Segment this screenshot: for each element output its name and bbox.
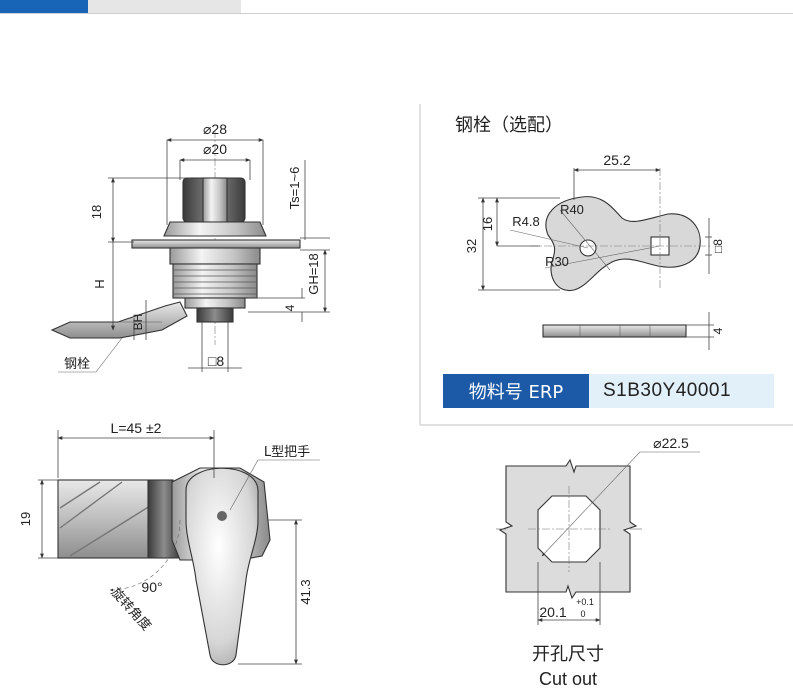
- cutout-drawing: ⌀22.5 20.1 +0.1 0 开孔尺寸 Cut out: [496, 435, 700, 689]
- thread-body: [172, 263, 258, 299]
- dim-16: 16: [480, 217, 495, 231]
- bolt-side-view: [542, 324, 687, 338]
- bolt-title: 钢栓（选配）: [455, 115, 563, 136]
- bezel: [163, 221, 267, 237]
- dim-cut-20-1: 20.1: [539, 604, 566, 620]
- dim-sq8: □8: [208, 353, 224, 369]
- knob-face: [202, 177, 228, 223]
- tol-plus: +0.1: [576, 597, 594, 607]
- dim-r40: R40: [560, 202, 584, 217]
- cutout-title-cn: 开孔尺寸: [532, 644, 604, 665]
- dim-bolt-sq8: □8: [711, 239, 725, 253]
- dim-18: 18: [89, 205, 104, 219]
- dim-L: L=45 ±2: [111, 420, 162, 436]
- shaft-end: [196, 307, 234, 323]
- bolt-plate: [545, 196, 701, 292]
- dim-dia20: ⌀20: [203, 141, 227, 157]
- dim-4: 4: [283, 304, 297, 311]
- dim-ts: Ts=1~6: [287, 167, 302, 210]
- top-tab-inactive: [88, 0, 241, 14]
- side-view-drawing: ⌀28 ⌀20 18 Ts=1~6 H BH GH=18 4 □8 钢栓: [50, 121, 330, 373]
- erp-banner: 物料号 ERP S1B30Y40001: [443, 374, 774, 408]
- angle-90: 90°: [141, 579, 162, 595]
- cutout-title-en: Cut out: [539, 669, 597, 689]
- label-steel-bolt: 钢栓: [64, 357, 90, 372]
- dim-cut-dia: ⌀22.5: [653, 435, 689, 451]
- dim-H: H: [92, 279, 107, 288]
- erp-label: 物料号 ERP: [443, 374, 589, 408]
- front-view-drawing: L=45 ±2 19 L型把手 90° 旋转角度 41.3: [18, 420, 320, 666]
- top-divider: [0, 13, 793, 14]
- cam-bolt: [50, 301, 188, 339]
- label-l-handle: L型把手: [264, 445, 310, 460]
- dim-r30: R30: [545, 254, 569, 269]
- l-handle: [185, 467, 259, 666]
- dim-r4-8: R4.8: [512, 214, 539, 229]
- dim-32: 32: [464, 239, 479, 253]
- housing: [169, 247, 261, 265]
- erp-value: S1B30Y40001: [589, 374, 774, 408]
- dim-bolt-4: 4: [711, 327, 725, 334]
- handle-pivot: [217, 511, 227, 521]
- tol-zero: 0: [580, 609, 585, 619]
- bolt-detail-panel: 钢栓（选配） 25.2 R40 R4.8 16 32 R30 □8 4: [419, 104, 793, 426]
- dim-41-3: 41.3: [298, 579, 313, 604]
- top-tab-active: [0, 0, 88, 14]
- dim-25-2: 25.2: [603, 152, 630, 168]
- dim-GH: GH=18: [306, 253, 321, 295]
- top-bar: [0, 0, 793, 14]
- dim-dia28: ⌀28: [203, 121, 227, 137]
- dim-BH: BH: [131, 314, 145, 331]
- panel-plate: [131, 239, 301, 249]
- nut-lower: [184, 297, 246, 309]
- dim-19: 19: [18, 512, 33, 526]
